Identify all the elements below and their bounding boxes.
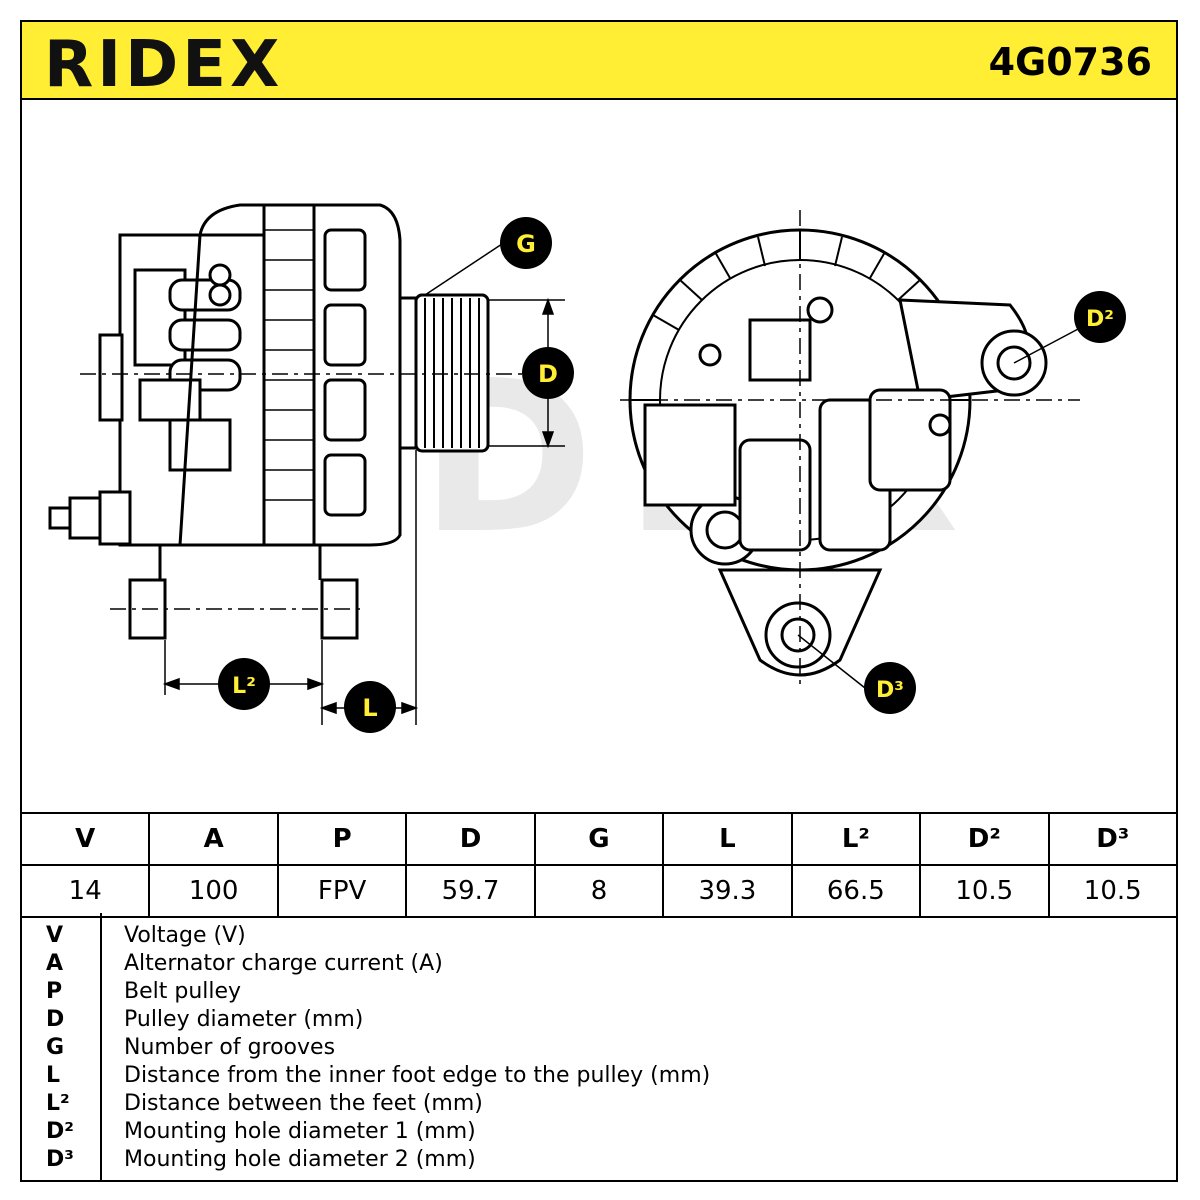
- spec-header-cell: L²: [790, 812, 922, 866]
- header-bar: RIDEX 4G0736: [20, 20, 1178, 102]
- svg-text:D²: D²: [1086, 307, 1114, 332]
- technical-drawing: RIDEX: [20, 100, 1178, 812]
- legend-row: L² Distance between the feet (mm): [20, 1091, 1170, 1119]
- legend-code: L²: [46, 1091, 70, 1116]
- alternator-side-view: [48, 203, 490, 640]
- legend-code: D: [46, 1007, 65, 1032]
- legend-code: A: [46, 951, 64, 976]
- brand-logo: RIDEX: [44, 28, 284, 102]
- spec-value-row: 14 100 FPV 59.7 8 39.3 66.5 10.5 10.5: [19, 864, 1178, 918]
- spec-header-cell: V: [19, 812, 151, 866]
- label-l-badge: L: [344, 681, 396, 733]
- legend-code: G: [46, 1035, 65, 1060]
- spec-header-cell: D: [405, 812, 536, 866]
- legend-text: Mounting hole diameter 1 (mm): [124, 1119, 476, 1144]
- legend-text: Voltage (V): [124, 923, 246, 948]
- legend-text: Distance from the inner foot edge to the…: [124, 1063, 711, 1088]
- legend-row: V Voltage (V): [20, 923, 1170, 951]
- svg-text:L²: L²: [232, 674, 256, 699]
- legend-code: V: [46, 923, 64, 948]
- legend-row: D² Mounting hole diameter 1 (mm): [20, 1119, 1170, 1147]
- legend-code: P: [46, 979, 63, 1004]
- label-d2-badge: D²: [1074, 291, 1126, 343]
- legend-row: G Number of grooves: [20, 1035, 1170, 1063]
- spec-value-cell: 100: [148, 864, 279, 918]
- spec-value-cell: 10.5: [919, 864, 1050, 918]
- svg-text:L: L: [362, 694, 377, 722]
- spec-header-cell: D³: [1047, 812, 1178, 866]
- legend-code: L: [46, 1063, 61, 1088]
- alternator-front-view: [628, 228, 1048, 677]
- legend-row: L Distance from the inner foot edge to t…: [20, 1063, 1170, 1091]
- legend-text: Pulley diameter (mm): [124, 1007, 364, 1032]
- label-g-badge: G: [500, 217, 552, 269]
- spec-header-cell: P: [276, 812, 408, 866]
- svg-text:D³: D³: [876, 678, 904, 703]
- legend-text: Number of grooves: [124, 1035, 336, 1060]
- spec-value-cell: 39.3: [662, 864, 793, 918]
- legend-row: D³ Mounting hole diameter 2 (mm): [20, 1147, 1170, 1175]
- label-l2-badge: L²: [218, 658, 270, 710]
- spec-value-cell: 59.7: [405, 864, 536, 918]
- svg-text:D: D: [538, 360, 558, 388]
- legend-text: Belt pulley: [124, 979, 242, 1004]
- legend-code: D²: [46, 1119, 74, 1144]
- spec-header-cell: D²: [919, 812, 1050, 866]
- label-d-badge: D: [522, 347, 574, 399]
- spec-header-cell: G: [533, 812, 665, 866]
- legend-code: D³: [46, 1147, 74, 1172]
- legend-row: A Alternator charge current (A): [20, 951, 1170, 979]
- legend-row: P Belt pulley: [20, 979, 1170, 1007]
- spec-header-cell: L: [662, 812, 793, 866]
- part-number: 4G0736: [988, 40, 1152, 84]
- spec-value-cell: 10.5: [1047, 864, 1178, 918]
- legend-row: D Pulley diameter (mm): [20, 1007, 1170, 1035]
- legend-divider: [100, 913, 102, 1180]
- spec-value-cell: FPV: [276, 864, 408, 918]
- svg-text:G: G: [516, 230, 536, 258]
- spec-value-cell: 8: [533, 864, 665, 918]
- legend-text: Alternator charge current (A): [124, 951, 443, 976]
- spec-header-row: V A P D G L L² D² D³: [19, 812, 1178, 866]
- spec-header-cell: A: [148, 812, 279, 866]
- label-d3-badge: D³: [864, 662, 916, 714]
- legend-text: Distance between the feet (mm): [124, 1091, 483, 1116]
- spec-value-cell: 66.5: [790, 864, 922, 918]
- legend: V Voltage (V) A Alternator charge curren…: [20, 913, 1178, 1182]
- spec-table: V A P D G L L² D² D³ 14 100 FPV 59.7 8 3…: [19, 812, 1178, 918]
- legend-text: Mounting hole diameter 2 (mm): [124, 1147, 476, 1172]
- spec-value-cell: 14: [19, 864, 151, 918]
